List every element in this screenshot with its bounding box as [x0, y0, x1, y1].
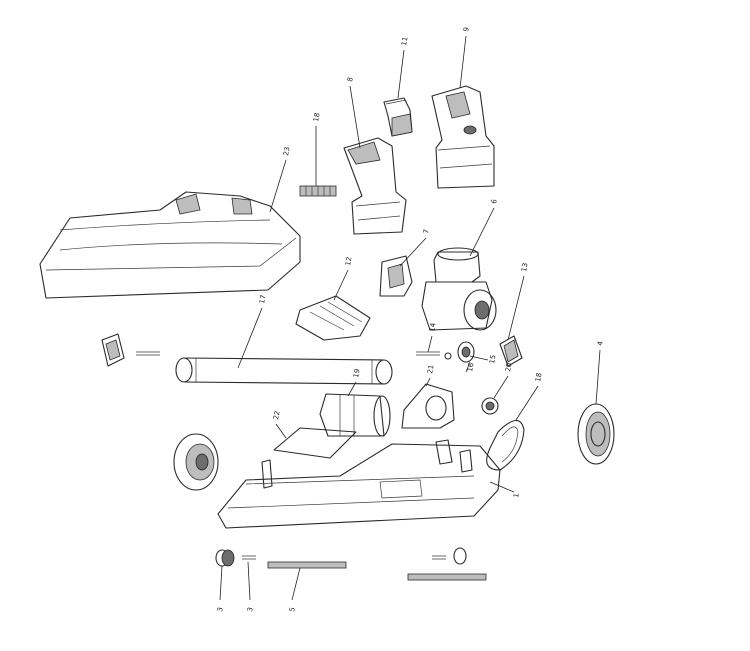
part-22-pad: [273, 427, 357, 459]
callout-12: 12: [344, 256, 353, 266]
part-9-housing: [431, 85, 495, 189]
callout-18-filter: 18: [312, 112, 321, 122]
callout-6: 6: [490, 198, 499, 204]
part-14-pin: [416, 351, 440, 356]
callout-3-right: 3: [246, 607, 255, 613]
callout-19: 19: [352, 368, 361, 378]
part-12-tray: [295, 295, 371, 341]
part-19-motor: [319, 393, 391, 437]
callout-5: 5: [288, 607, 297, 613]
wheel-left: [173, 433, 219, 491]
callout-18-belt: 18: [534, 372, 543, 382]
part-15-washer: [444, 352, 452, 360]
callout-labels: 11 9 8 18 23 6 7 12 13 17 14 16 15 19 21…: [216, 27, 605, 613]
part-5-brush-strip-left: [267, 561, 347, 569]
callout-8: 8: [346, 77, 355, 83]
part-17-brush-roll: [175, 357, 393, 385]
part-3-roller-right: [432, 547, 467, 565]
callout-1: 1: [512, 493, 521, 499]
brush-end-cap-left: [101, 333, 160, 367]
callout-13: 13: [520, 262, 529, 272]
part-13-plate: [499, 335, 523, 367]
callout-20: 20: [504, 362, 513, 372]
part-20-pulley: [481, 397, 499, 415]
part-18-belt: [486, 419, 525, 471]
part-8-bag-housing: [343, 137, 407, 235]
callout-16: 16: [466, 362, 476, 373]
callout-7: 7: [422, 229, 431, 235]
callout-11: 11: [400, 36, 409, 46]
part-3-roller-left: [215, 549, 256, 567]
callout-4: 4: [596, 340, 605, 346]
callout-15: 15: [488, 354, 497, 364]
callout-3-left: 3: [216, 607, 225, 613]
part-1-base: [217, 439, 501, 529]
part-4-wheel-right: [577, 403, 615, 465]
callout-14: 14: [428, 322, 438, 333]
part-18-filter-strip: [299, 185, 337, 197]
callout-9: 9: [462, 27, 471, 33]
part-23-hood: [39, 191, 301, 299]
callout-21: 21: [426, 364, 435, 374]
part-11-filter-cap: [383, 97, 413, 137]
part-16-bearing: [457, 341, 475, 363]
callout-17: 17: [258, 294, 267, 304]
callout-22: 22: [272, 410, 281, 420]
leader-lines: [219, 35, 601, 601]
part-7-bracket: [379, 255, 413, 297]
part-6-motor-assembly: [421, 247, 497, 331]
part-5-brush-strip-right: [407, 573, 487, 581]
callout-23: 23: [282, 146, 291, 156]
part-21-fan-housing: [401, 383, 455, 429]
